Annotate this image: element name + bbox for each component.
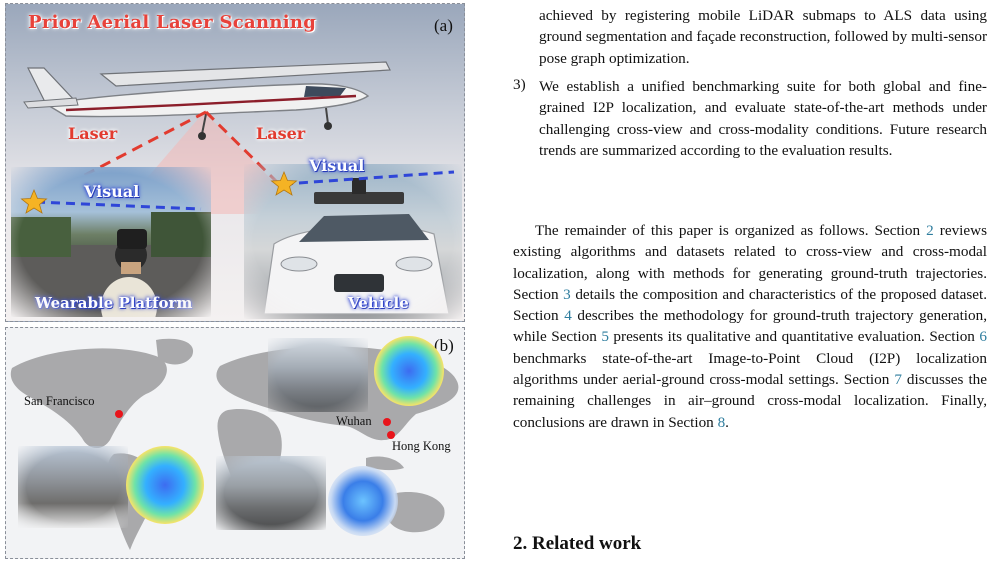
para-text-3: details the composition and characterist… bbox=[513, 285, 987, 325]
marker-san-francisco bbox=[115, 410, 123, 418]
vehicle-scene bbox=[263, 178, 450, 315]
para-text-4: describes the methodology for ground-tru… bbox=[513, 307, 988, 346]
visual-beam-left bbox=[35, 200, 202, 211]
contribution-item-2-text: achieved by registering mobile LiDAR sub… bbox=[539, 7, 987, 67]
visual-label-right: Visual bbox=[309, 156, 365, 175]
contribution-item-3-number: 3) bbox=[513, 76, 526, 93]
wearable-platform-label: Wearable Platform bbox=[35, 294, 193, 312]
aircraft-stripe bbox=[65, 94, 357, 112]
map-north-america bbox=[10, 348, 167, 449]
vehicle-label: Vehicle bbox=[348, 294, 409, 312]
wearable-scene bbox=[11, 212, 211, 317]
para-text-5: presents its qualitative and quantitativ… bbox=[608, 328, 980, 346]
wearable-platform-photo: Wearable Platform bbox=[11, 167, 211, 317]
map-greenland bbox=[156, 338, 194, 365]
sf-point-cloud bbox=[126, 446, 204, 524]
section-7-link[interactable]: 7 bbox=[894, 371, 902, 389]
laser-label-right: Laser bbox=[256, 124, 306, 143]
aircraft-tailplane bbox=[23, 97, 79, 109]
visual-beam-right bbox=[283, 170, 455, 186]
panel-b-tag: (b) bbox=[434, 336, 454, 355]
section-3-link[interactable]: 3 bbox=[563, 285, 571, 303]
section-4-link[interactable]: 4 bbox=[564, 307, 572, 325]
section-6-link[interactable]: 6 bbox=[979, 328, 988, 346]
star-icon-left bbox=[20, 188, 48, 214]
para-text-6: benchmarks state-of-the-art Image-to-Poi… bbox=[513, 349, 987, 389]
aircraft-window bbox=[304, 86, 346, 97]
visual-label-left: Visual bbox=[84, 182, 140, 201]
organization-paragraph: The remainder of this paper is organized… bbox=[513, 220, 987, 433]
wuhan-street-photo bbox=[216, 456, 326, 530]
section-8-link[interactable]: 8 bbox=[717, 413, 726, 431]
para-text-8: . bbox=[725, 413, 729, 431]
hk-point-cloud bbox=[374, 336, 444, 406]
contribution-item-3-text: We establish a unified benchmarking suit… bbox=[539, 78, 987, 159]
marker-hong-kong bbox=[387, 431, 395, 439]
para-text-1: The remainder of this paper is organized… bbox=[535, 222, 927, 239]
figure-panel-b: (b) San Francisco Wuhan Hong Kong bbox=[5, 327, 465, 559]
map-australia bbox=[384, 492, 445, 533]
panel-a-title: Prior Aerial Laser Scanning bbox=[28, 12, 317, 33]
city-label-wuhan: Wuhan bbox=[336, 414, 372, 428]
para-text-2: reviews existing algorithms and datasets… bbox=[513, 222, 987, 303]
section-heading-related-work: 2. Related work bbox=[513, 533, 642, 554]
star-icon-right bbox=[270, 170, 298, 196]
aircraft-wing bbox=[99, 61, 391, 87]
visual-beams bbox=[20, 170, 455, 214]
city-label-san-francisco: San Francisco bbox=[24, 394, 95, 408]
panel-a-tag: (a) bbox=[434, 16, 453, 35]
wuhan-point-cloud bbox=[328, 466, 398, 536]
laser-label-left: Laser bbox=[68, 124, 118, 143]
map-indonesia bbox=[366, 456, 404, 471]
figure: Prior Aerial Laser Scanning (a) bbox=[5, 3, 465, 559]
sf-street-photo bbox=[18, 446, 128, 528]
section-5-link[interactable]: 5 bbox=[601, 328, 609, 346]
para-text-7: discusses the remaining challenges in ai… bbox=[513, 371, 987, 431]
city-label-hong-kong: Hong Kong bbox=[392, 439, 451, 453]
marker-wuhan bbox=[383, 418, 391, 426]
section-2-link[interactable]: 2 bbox=[926, 222, 934, 239]
hk-street-photo bbox=[268, 338, 368, 412]
figure-panel-a: Prior Aerial Laser Scanning (a) bbox=[5, 3, 465, 322]
